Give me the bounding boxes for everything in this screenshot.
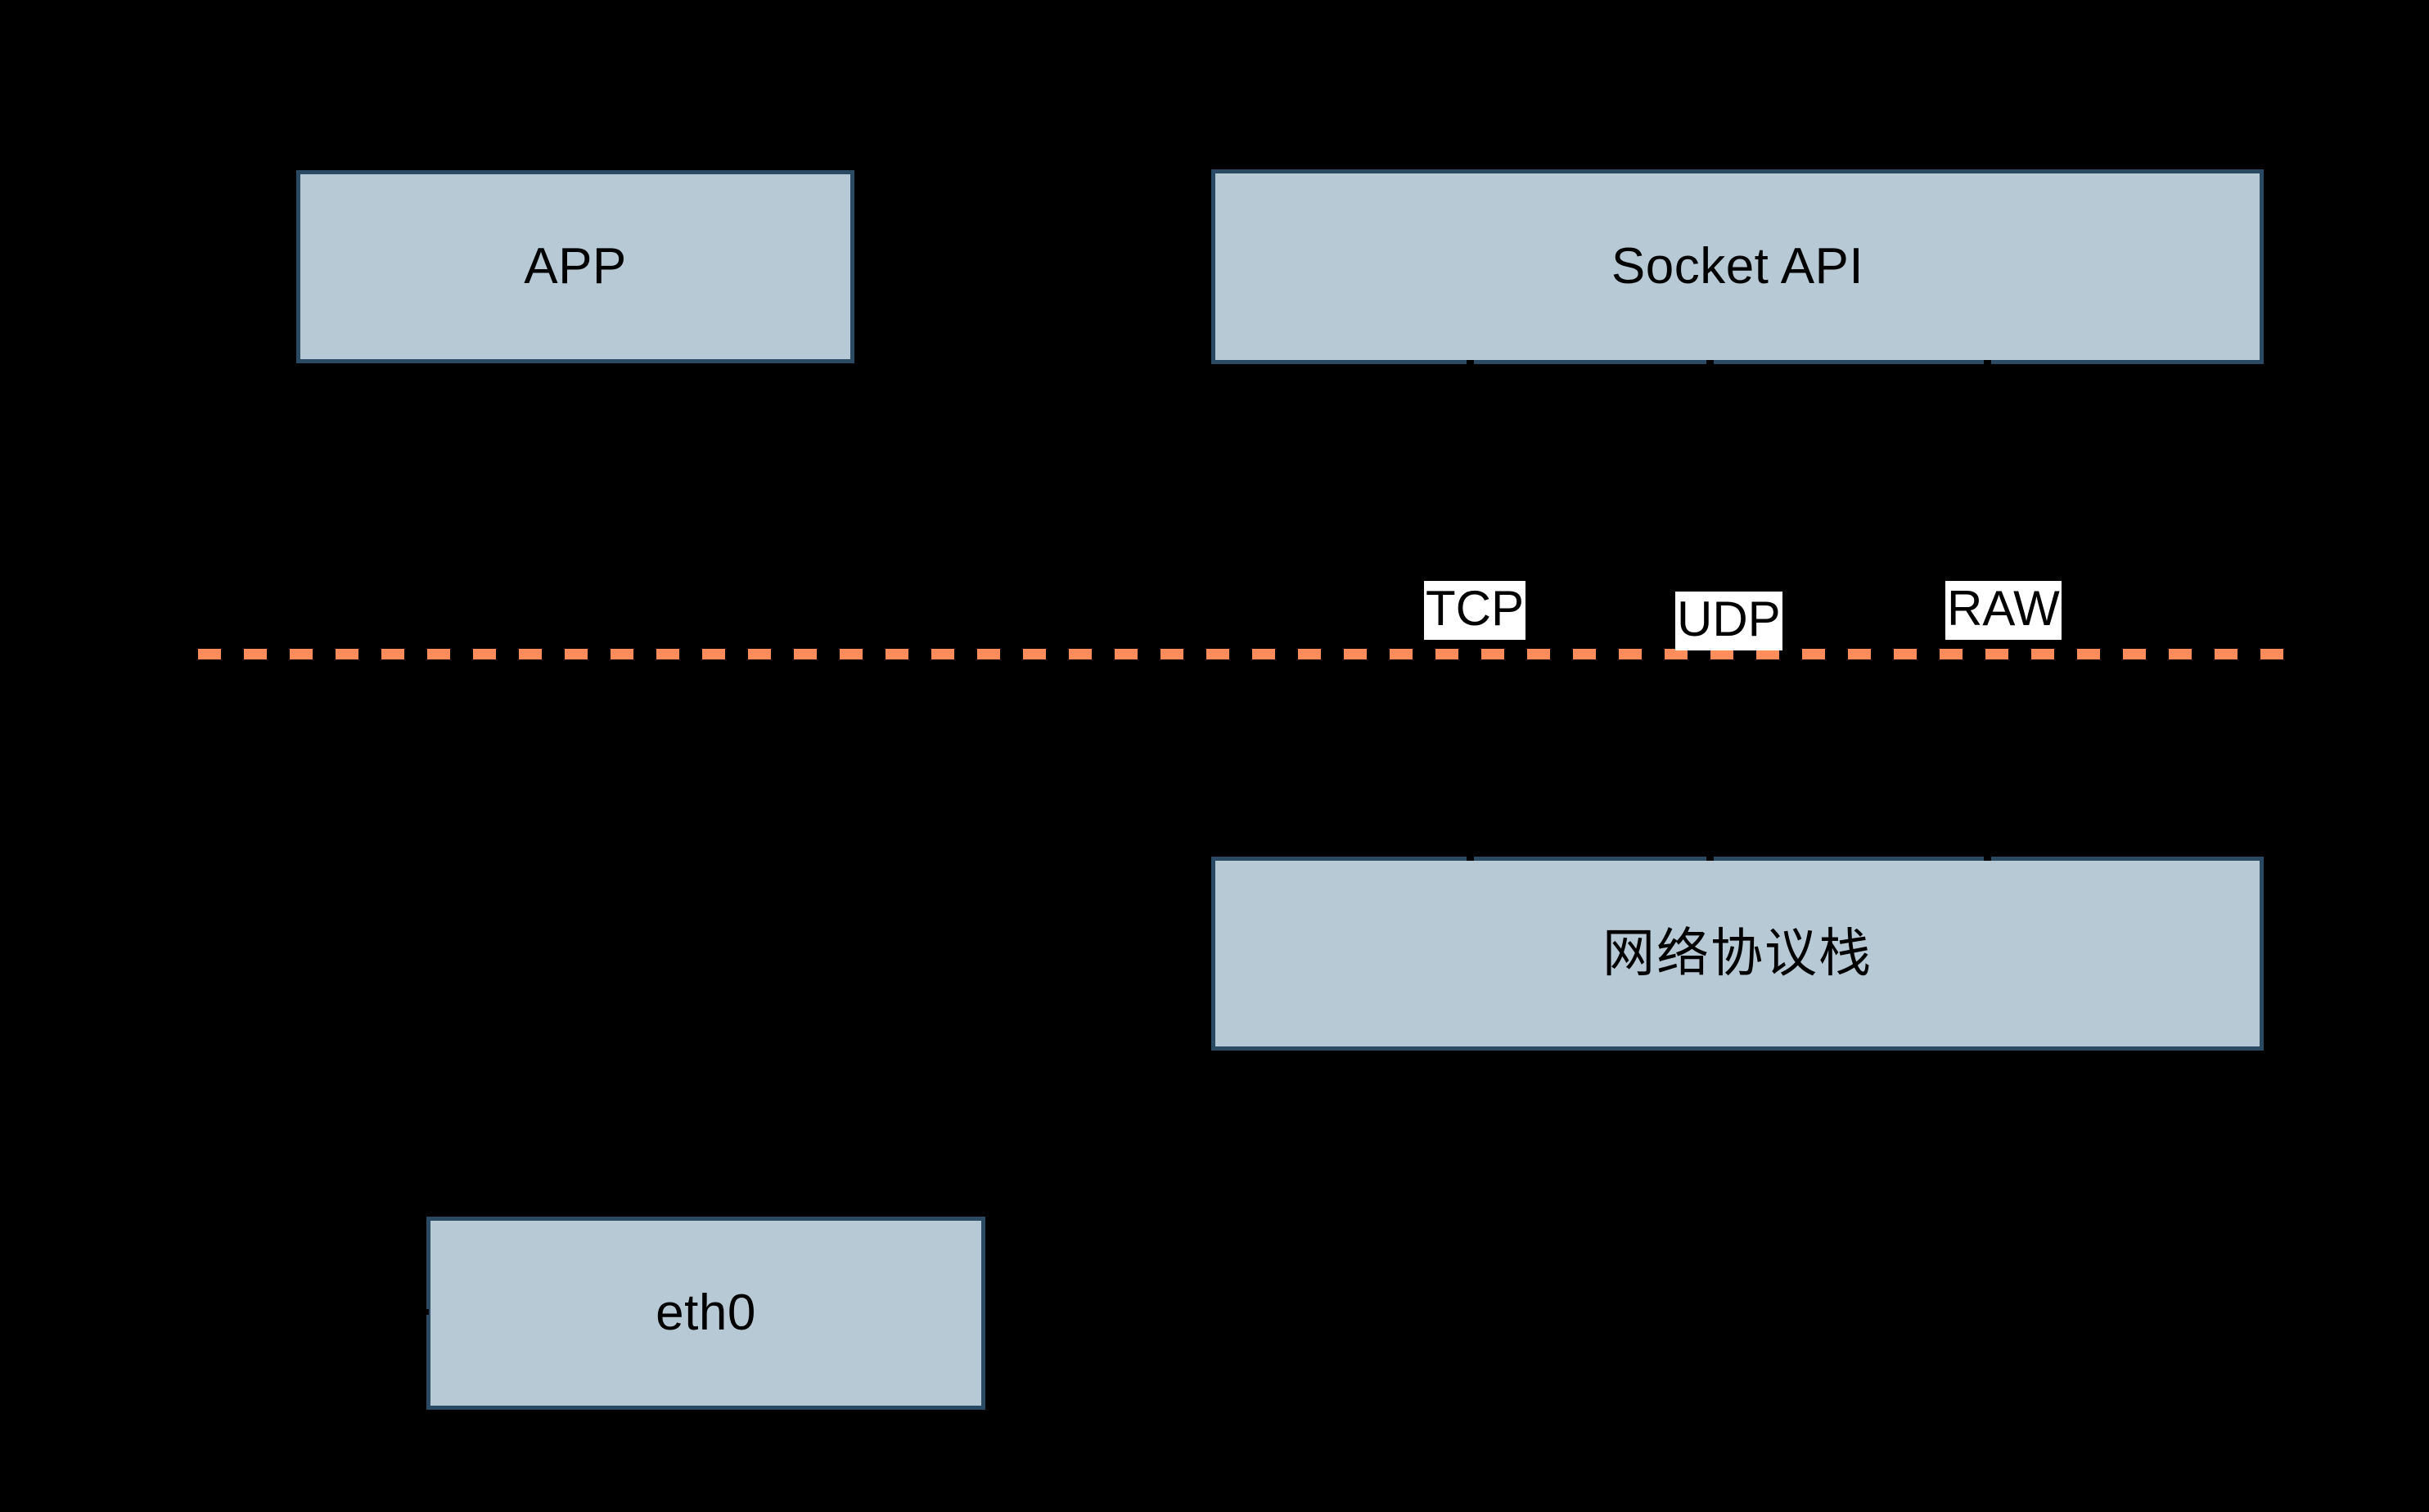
connector-notch-stack-raw: [1984, 853, 1991, 861]
node-socket-api[interactable]: Socket API: [1211, 169, 2264, 364]
node-eth0[interactable]: eth0: [426, 1217, 985, 1410]
connector-notch-stack-udp: [1706, 853, 1714, 861]
node-app[interactable]: APP: [296, 170, 854, 363]
connector-notch-tcp: [1467, 360, 1474, 367]
protocol-label-udp: UDP: [1675, 592, 1782, 650]
node-network-protocol-stack-label: 网络协议栈: [1602, 924, 1872, 983]
node-socket-api-label: Socket API: [1611, 237, 1864, 295]
node-network-protocol-stack[interactable]: 网络协议栈: [1211, 857, 2264, 1051]
user-kernel-boundary-line: [198, 649, 2293, 659]
connector-notch-eth0-left: [423, 1309, 429, 1315]
connector-notch-stack-tcp: [1467, 853, 1474, 861]
node-app-label: APP: [524, 237, 627, 295]
connector-notch-udp: [1706, 360, 1714, 367]
protocol-label-raw: RAW: [1945, 581, 2062, 640]
node-eth0-label: eth0: [656, 1284, 756, 1341]
connector-notch-raw: [1984, 360, 1991, 367]
protocol-label-tcp: TCP: [1424, 581, 1525, 640]
